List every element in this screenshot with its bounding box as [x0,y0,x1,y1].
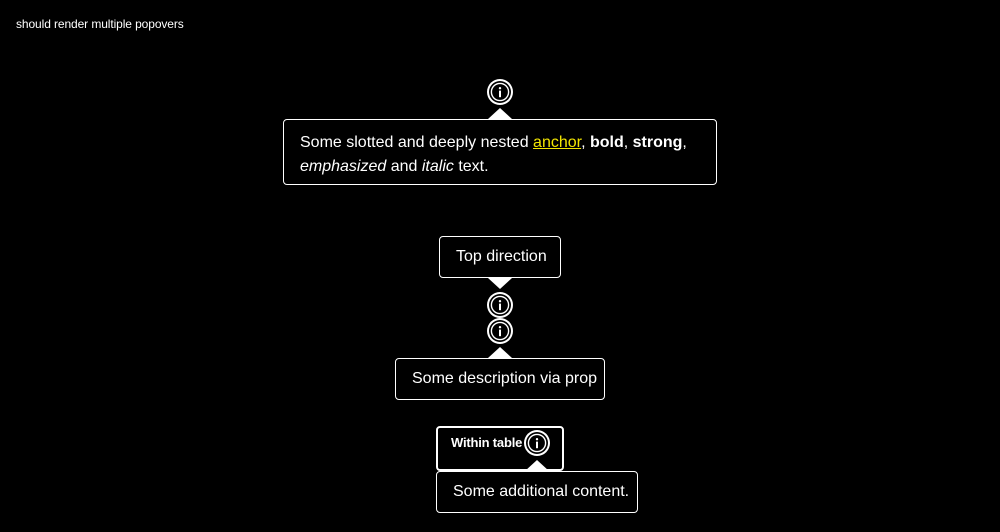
popover-2-text: Top direction [456,248,547,265]
popover-arrow-2 [488,278,512,289]
info-icon [487,318,513,344]
popover-1-italic: italic [421,158,454,175]
popover-3-description: Some description via prop [395,358,605,400]
popover-1: Some slotted and deeply nested anchor, b… [283,119,717,185]
info-trigger-3[interactable] [486,317,514,345]
popover-2-top-direction: Top direction [439,236,561,278]
popover-1-comma-2: , [623,134,633,151]
info-trigger-1[interactable] [486,78,514,106]
popover-1-text-end: text. [453,158,489,175]
info-icon [487,79,513,105]
table-cell: Within table [436,426,564,471]
info-trigger-2[interactable] [486,291,514,319]
popover-4-additional: Some additional content. [436,471,638,513]
info-trigger-4[interactable] [523,429,551,457]
popover-arrow-1 [488,108,512,119]
popover-arrow-3 [488,347,512,358]
popover-1-and: and [386,158,422,175]
test-title: should render multiple popovers [16,17,184,31]
info-icon [487,292,513,318]
popover-1-anchor-link[interactable]: anchor [533,134,582,151]
popover-1-bold: bold [589,134,624,151]
popover-4-text: Some additional content. [453,483,630,500]
popover-1-emphasized: emphasized [300,158,387,175]
popover-1-text-start: Some slotted and deeply nested [300,134,534,151]
popover-3-text: Some description via prop [412,370,597,387]
popover-1-comma-1: , [581,134,590,151]
popover-1-strong: strong [632,134,683,151]
popover-1-comma-3: , [682,134,687,151]
info-icon [524,430,550,456]
popover-arrow-4 [525,460,549,471]
table-label: Within table [451,435,523,450]
